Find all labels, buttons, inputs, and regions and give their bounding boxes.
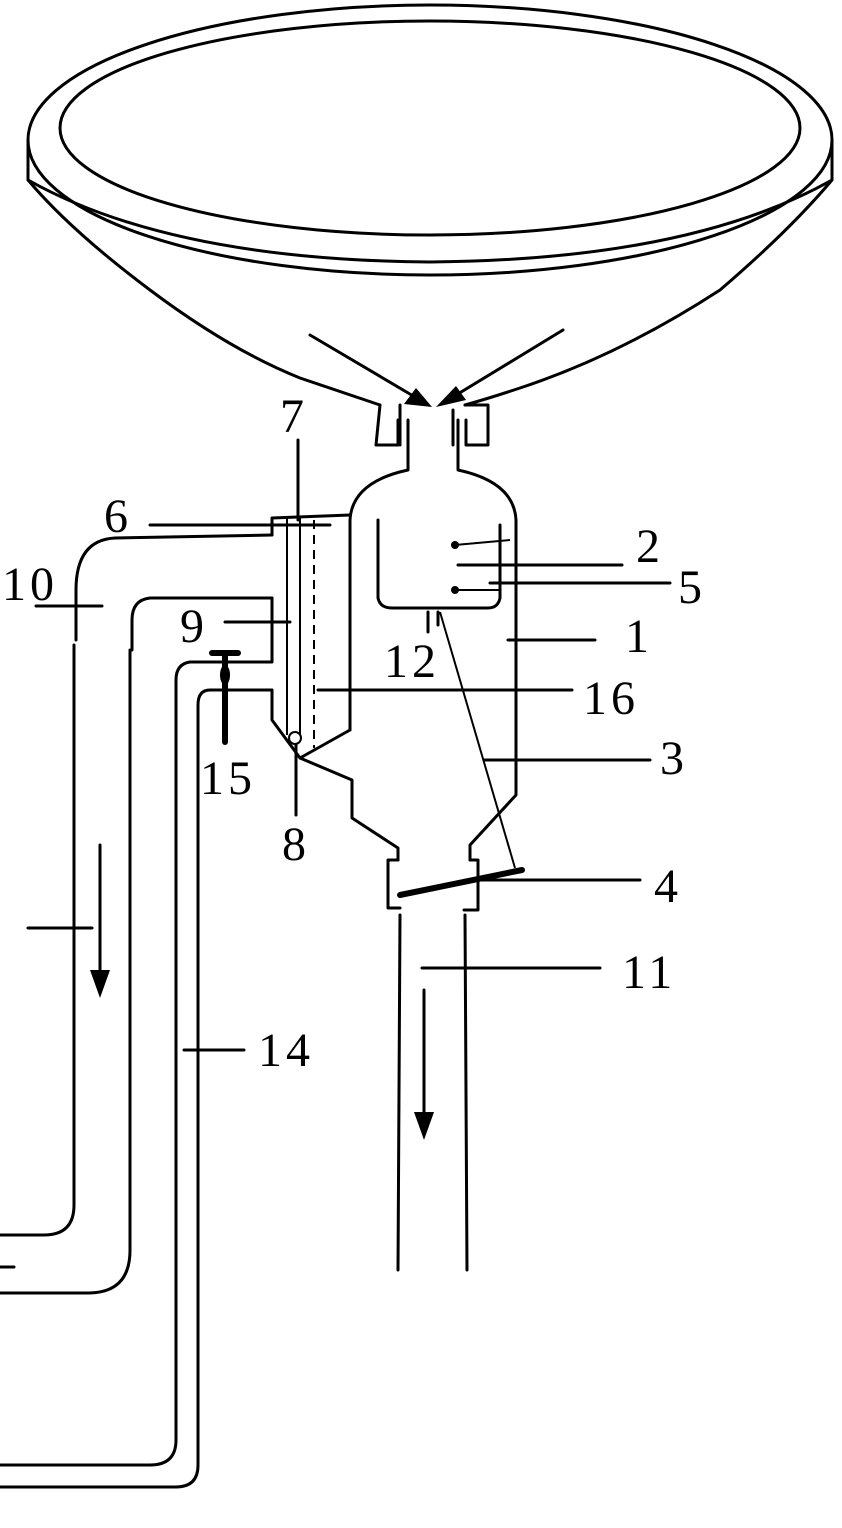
outlet-pipe bbox=[396, 913, 469, 1272]
label-9: 9 bbox=[180, 600, 208, 653]
label-4: 4 bbox=[654, 860, 682, 913]
label-3: 3 bbox=[660, 732, 688, 785]
label-16: 16 bbox=[583, 672, 639, 725]
label-1: 1 bbox=[625, 610, 653, 663]
valve-body bbox=[298, 463, 518, 869]
label-15: 15 bbox=[200, 752, 256, 805]
label-6: 6 bbox=[104, 490, 132, 543]
pipe-14 bbox=[0, 596, 274, 1489]
label-14: 14 bbox=[258, 1024, 314, 1077]
basin-bowl bbox=[26, 3, 834, 407]
outlet-collar bbox=[386, 858, 525, 912]
label-2: 2 bbox=[636, 520, 664, 573]
label-11: 11 bbox=[622, 946, 676, 999]
inflow-arrows bbox=[308, 328, 565, 407]
label-5: 5 bbox=[678, 561, 706, 614]
label-7: 7 bbox=[280, 390, 308, 443]
label-12: 12 bbox=[384, 635, 440, 688]
pipe-10 bbox=[0, 533, 274, 1295]
overflow-tube bbox=[270, 513, 352, 760]
label-8: 8 bbox=[282, 818, 310, 871]
label-10: 10 bbox=[2, 558, 58, 611]
drain-outlet bbox=[374, 403, 490, 467]
leader-lines bbox=[34, 438, 672, 1052]
reference-labels: 7 6 10 9 12 2 5 1 16 15 3 8 4 11 14 bbox=[2, 390, 706, 1077]
